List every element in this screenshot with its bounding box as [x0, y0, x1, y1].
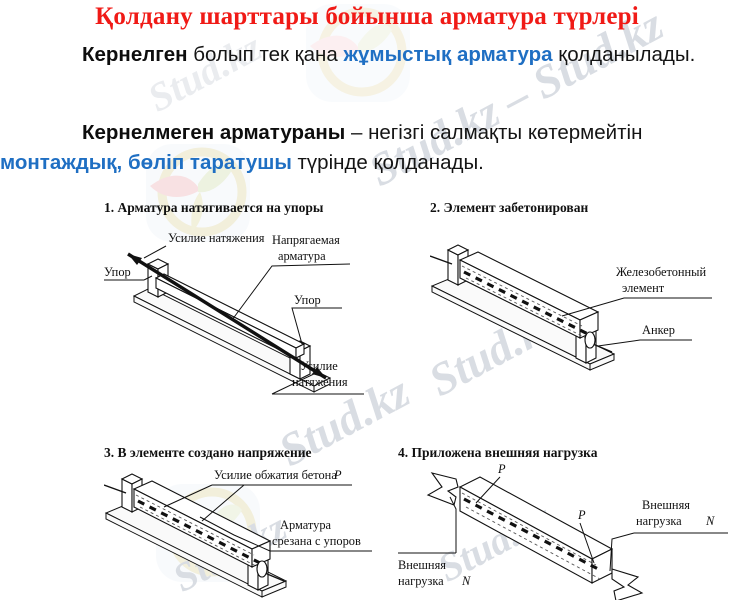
figure-2-label-anchor: Анкер: [642, 323, 675, 337]
figure-3-caption: 3. В элементе создано напряжение: [104, 445, 312, 460]
figure-1-label-force-bottom-l2: натяжения: [292, 375, 348, 389]
para1-run-tail: қолданылады.: [552, 43, 696, 66]
figure-1-caption: 1. Арматура натягивается на упоры: [104, 200, 324, 215]
figure-4-label-load-left-l2: нагрузка: [398, 574, 444, 588]
para1-run-normal: болып тек қана: [187, 43, 344, 66]
figure-1-drawing: Усилие натяжения Упор Напрягаемая армату…: [104, 231, 364, 395]
figure-3: 3. В элементе создано напряжение: [104, 445, 394, 600]
figure-2-caption: 2. Элемент забетонирован: [430, 200, 589, 215]
page-title: Қолдану шарттары бойынша арматура түрлер…: [95, 3, 639, 30]
para2-run-blue: монтаждық, бөліп таратушы: [0, 151, 292, 174]
watermark-text: Stud.kz: [140, 23, 269, 121]
figure-4-label-p-top: P: [497, 462, 506, 476]
figure-3-label-compression: Усилие обжатия бетона: [214, 468, 337, 482]
figure-4-label-p-mid: P: [577, 508, 586, 522]
paragraph-tensioned: Кернелген болып тек қана жұмыстық армату…: [0, 40, 734, 70]
para2-run-tail: түрінде қолданады.: [291, 151, 484, 174]
para1-run-blue: жұмыстық арматура: [343, 43, 553, 66]
figure-3-label-cut-l1: Арматура: [280, 518, 332, 532]
figure-2: 2. Элемент забетонирован: [430, 200, 730, 396]
figure-2-label-rc-l1: Железобетонный: [616, 265, 706, 279]
figure-4-label-load-right-l2: нагрузка: [636, 514, 682, 528]
figure-1-label-force-top: Усилие натяжения: [168, 231, 265, 245]
para2-run-normal: – негізгі салмақты көтермейтін: [345, 121, 643, 144]
figure-1-label-force-bottom-l1: Усилие: [300, 359, 338, 373]
figure-4-label-load-left-sym: N: [461, 574, 471, 588]
figure-3-drawing: Усилие обжатия бетона P Арматура срезана…: [104, 468, 372, 598]
figure-4: 4. Приложена внешняя нагрузка P P Внешня…: [398, 445, 734, 600]
figure-1-label-stop-left: Упор: [104, 265, 131, 279]
figure-4-label-load-right-l1: Внешняя: [642, 498, 690, 512]
figure-4-drawing: P P Внешняя нагрузка N Внешняя нагрузка …: [398, 462, 728, 600]
figure-2-drawing: Железобетонный элемент Анкер: [430, 244, 712, 371]
figure-4-label-load-right-sym: N: [705, 514, 715, 528]
paragraph-untensioned: Кернелмеген арматураны – негізгі салмақт…: [0, 118, 734, 178]
para2-run-bold: Кернелмеген арматураны: [82, 121, 346, 144]
figure-4-label-load-left-l1: Внешняя: [398, 558, 446, 572]
figure-1-label-rebar-l1: Напрягаемая: [272, 233, 340, 247]
figure-4-caption: 4. Приложена внешняя нагрузка: [398, 445, 598, 460]
figure-3-label-compression-symbol: P: [333, 468, 342, 482]
figure-2-label-rc-l2: элемент: [622, 281, 665, 295]
figure-1-label-stop-right: Упор: [294, 293, 321, 307]
figure-1-label-rebar-l2: арматура: [278, 249, 326, 263]
para1-run-bold: Кернелген: [82, 43, 188, 66]
figure-3-label-cut-l2: срезана с упоров: [272, 534, 361, 548]
figure-1: 1. Арматура натягивается на упоры: [104, 200, 394, 416]
